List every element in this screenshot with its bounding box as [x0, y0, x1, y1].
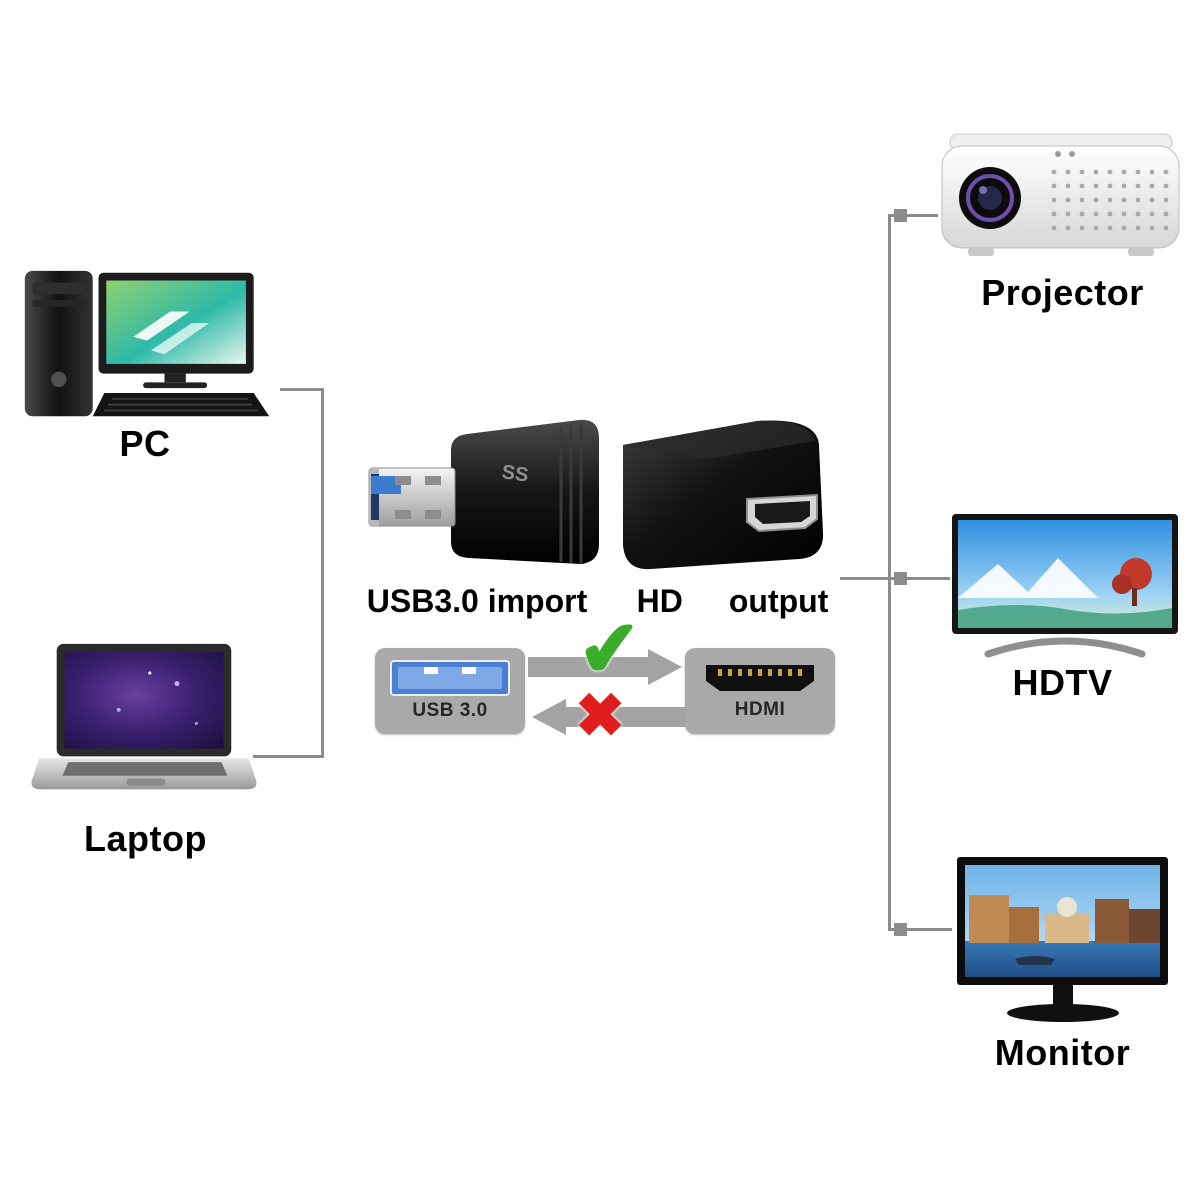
usb-port-label: USB 3.0: [412, 700, 488, 721]
hdtv-illustration: [950, 512, 1180, 667]
cross-icon: ✖: [575, 682, 626, 749]
hd-word: HD: [636, 583, 683, 619]
laptop-image: [31, 643, 257, 790]
laptop-illustration: [28, 640, 258, 805]
usb-plug-image: SS: [368, 419, 599, 564]
check-icon: ✔: [575, 604, 645, 695]
hdmi-port-label: HDMI: [734, 699, 786, 720]
left-arrow: [528, 698, 686, 736]
connector-line-projector: [888, 214, 938, 217]
pc-label: PC: [119, 423, 171, 464]
monitor-illustration: [955, 855, 1170, 1030]
connector-line-left-vertical: [321, 388, 324, 758]
right-arrow: [528, 648, 686, 686]
usb-superspeed-logo: SS: [500, 461, 529, 487]
usb-port-icon: USB 3.0: [375, 648, 525, 734]
hdtv-label: HDTV: [1012, 662, 1113, 703]
projector-label: Projector: [981, 272, 1144, 313]
connector-line-laptop: [253, 755, 324, 758]
output-word: output: [728, 583, 829, 619]
laptop-label: Laptop: [84, 818, 207, 859]
hdmi-port-icon: HDMI: [685, 648, 835, 734]
hd-output-label: HD output: [610, 583, 855, 620]
connector-line-pc: [280, 388, 324, 391]
connector-node-hdtv: [894, 572, 907, 585]
hdtv-image: [952, 514, 1178, 658]
monitor-label: Monitor: [994, 1032, 1131, 1073]
connector-line-monitor: [888, 928, 952, 931]
pc-image: [24, 270, 270, 417]
connector-line-right-vertical: [888, 214, 891, 931]
hdmi-receptacle-icon: [706, 665, 814, 691]
projector-image: [941, 133, 1180, 256]
pc-illustration: [15, 265, 280, 430]
monitor-image: [957, 857, 1168, 1022]
connector-node-projector: [894, 209, 907, 222]
usb-import-label: USB3.0 import: [366, 583, 588, 619]
connector-node-monitor: [894, 923, 907, 936]
usb-receptacle-icon: [390, 660, 510, 696]
hdmi-adapter-photo: [607, 415, 832, 580]
hdmi-adapter-image: [623, 420, 824, 570]
usb-plug-photo: SS: [355, 416, 600, 579]
projector-illustration: [938, 126, 1183, 271]
